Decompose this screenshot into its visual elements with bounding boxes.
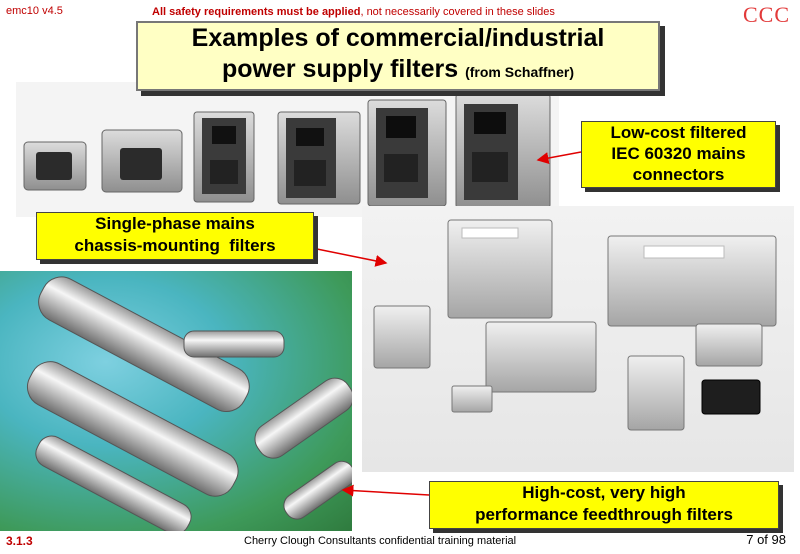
footer-text: Cherry Clough Consultants confidential t… [244,535,517,547]
connector-5 [367,99,447,207]
callout-low-cost-line-2: IEC 60320 mains [611,144,746,163]
title-line-1: Examples of commercial/industrial [191,24,605,52]
ccc-logo: CCC [742,2,790,27]
photo-iec-connectors [16,82,559,217]
arrow-high-cost [341,484,430,497]
safety-notice-bold: All safety requirements must be applied [152,6,361,18]
feedthrough-2 [26,361,239,497]
title-line-2-main: power supply filters [221,55,459,83]
connector-4 [277,111,361,205]
feedthrough-4 [183,330,285,358]
feedthrough-5 [254,377,352,459]
title-line-2: power supply filters (from Schaffner) [138,54,658,88]
callout-single-phase-line-2: chassis-mounting filters [74,236,276,255]
arrow-single-phase [311,247,388,267]
iec-connectors-illustration [23,93,551,209]
title-source: (from Schaffner) [465,64,575,80]
safety-notice: All safety requirements must be applied,… [152,6,555,18]
filter-small-3 [627,355,685,431]
connector-6 [455,93,551,209]
callout-feedthrough-filters: High-cost, very high performance feedthr… [429,481,779,529]
feedthrough-6 [283,460,352,520]
feedthrough-filters-illustration [26,276,352,531]
filter-tiny [451,385,493,413]
callout-low-cost-line-1: Low-cost filtered [610,123,747,142]
callout-high-cost-line-1: High-cost, very high [522,483,686,502]
filter-black [701,379,761,415]
callout-low-cost-connectors: Low-cost filtered IEC 60320 mains connec… [581,121,776,188]
filter-small-1 [373,305,431,369]
arrow-low-cost [536,151,582,164]
filter-small-2 [695,323,763,367]
callout-single-phase-line-1: Single-phase mains [95,214,255,233]
photo-chassis-filters [362,206,794,472]
slide-id: 3.1.3 [6,534,33,548]
callout-single-phase-filters: Single-phase mains chassis-mounting filt… [36,212,314,260]
chassis-filters-illustration [373,219,777,431]
callout-low-cost-line-3: connectors [632,165,725,184]
slide-title: Examples of commercial/industrial power … [136,21,660,91]
photo-feedthrough-filters [0,271,352,531]
safety-notice-rest: , not necessarily covered in these slide… [360,6,555,18]
filter-large-2 [607,235,777,327]
feedthrough-1 [38,276,250,412]
version-label: emc10 v4.5 [6,5,63,17]
feedthrough-3 [35,435,192,531]
filter-medium [485,321,597,393]
connector-1 [23,141,87,191]
callout-high-cost-line-2: performance feedthrough filters [475,505,733,524]
connector-3 [193,111,255,203]
filter-large-1 [447,219,553,319]
page-number: 7 of 98 [746,532,786,547]
connector-2 [101,129,183,193]
